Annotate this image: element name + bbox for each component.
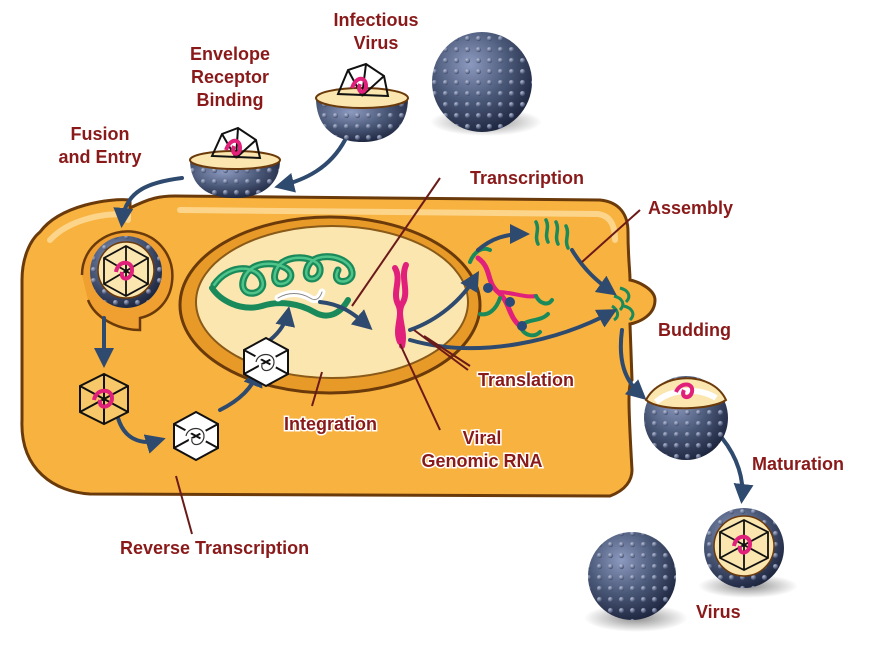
label-fusion-2: and Entry xyxy=(58,147,141,167)
label-viral-rna-1: Viral xyxy=(463,428,502,448)
label-transcription: Transcription xyxy=(470,168,584,188)
label-reverse-transcription: Reverse Transcription xyxy=(120,538,309,558)
capsid-icon xyxy=(79,372,129,426)
label-viral-rna-2: Genomic RNA xyxy=(421,451,542,471)
infectious-virus-particle xyxy=(430,32,542,136)
label-assembly: Assembly xyxy=(648,198,733,218)
capsid-icon xyxy=(173,410,219,462)
arrow-to-membrane xyxy=(570,248,617,296)
arrow-integration xyxy=(268,306,296,342)
capsid-reverse-transcribing xyxy=(173,410,219,462)
capsid-icon xyxy=(719,518,769,572)
label-infectious-virus-1: Infectious xyxy=(333,10,418,30)
arrow-entry xyxy=(113,176,184,228)
viral-proteins xyxy=(534,218,570,250)
arrow-to-budding xyxy=(618,328,647,400)
virion-budding xyxy=(644,376,728,460)
viral-genomic-rna-nucleus xyxy=(392,262,409,349)
arrow-transcription xyxy=(318,300,373,330)
leader-lines xyxy=(175,177,641,535)
translation-polysome xyxy=(468,246,554,338)
label-fusion-1: Fusion xyxy=(71,124,130,144)
label-maturation: Maturation xyxy=(752,454,844,474)
label-integration: Integration xyxy=(284,414,377,434)
capsid-icon xyxy=(103,244,149,298)
label-budding: Budding xyxy=(658,320,731,340)
virus-particle-bottom xyxy=(584,532,688,632)
capsid-uncoating xyxy=(79,372,129,426)
label-envelope-2: Receptor xyxy=(191,67,269,87)
virion-entry xyxy=(90,236,162,308)
capsid-icon xyxy=(243,336,289,388)
label-translation: Translation xyxy=(478,370,574,390)
label-virus: Virus xyxy=(696,602,741,622)
arrow-reverse xyxy=(116,416,166,454)
labels: Infectious Virus Envelope Receptor Bindi… xyxy=(57,9,846,624)
host-dna xyxy=(209,253,356,319)
arrow-maturation xyxy=(720,436,754,504)
arrow-binding xyxy=(274,138,347,193)
capsid-nuclear-import xyxy=(243,336,289,388)
virion-binding xyxy=(315,62,409,142)
arrow-export xyxy=(408,270,480,332)
label-infectious-virus-2: Virus xyxy=(354,33,399,53)
label-envelope-1: Envelope xyxy=(190,44,270,64)
label-envelope-3: Binding xyxy=(197,90,264,110)
virion-mature xyxy=(698,508,798,598)
arrow-to-proteins xyxy=(476,224,530,252)
flow-arrows xyxy=(94,138,754,504)
virion-fusion xyxy=(189,126,281,198)
